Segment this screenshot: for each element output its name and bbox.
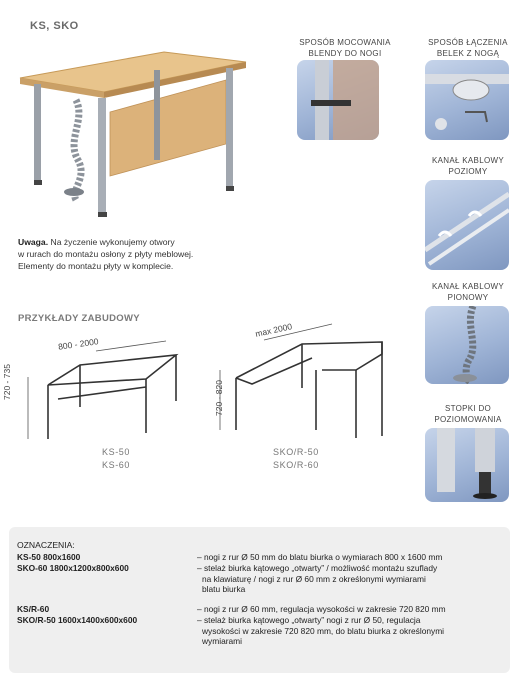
feature-photo-4 xyxy=(425,306,509,384)
note-label: Uwaga. xyxy=(18,237,49,247)
sko-frame-drawing xyxy=(219,323,383,438)
note: Uwaga. Na życzenie wykonujemy otwory w r… xyxy=(18,237,194,271)
feature-photo-5 xyxy=(425,428,509,502)
feature-photo-2 xyxy=(425,60,509,140)
legend-code-2: SKO-60 1800x1200x800x600 xyxy=(17,563,129,573)
feature-photo-1 xyxy=(297,60,379,140)
feature-photo-3 xyxy=(425,180,509,270)
legend-desc-2: – stelaż biurka kątowego „otwarty” / moż… xyxy=(197,563,438,595)
page-title: KS, SKO xyxy=(30,20,79,32)
legend-code-3: KS/R-60 xyxy=(17,604,50,614)
ks-model-list: KS-50 KS-60 xyxy=(102,447,131,470)
ks-frame-drawing xyxy=(27,340,179,439)
ks-height-dimension: 720 - 735 xyxy=(2,364,12,400)
legend-heading: OZNACZENIA: xyxy=(17,540,75,550)
desk-illustration xyxy=(19,51,247,217)
legend-desc-3: – nogi z rur Ø 60 mm, regulacja wysokośc… xyxy=(197,604,446,614)
legend-desc-1: – nogi z rur Ø 50 mm do blatu biurka o w… xyxy=(197,552,443,562)
legend-box xyxy=(9,527,510,673)
sko-model-list: SKO/R-50 SKO/R-60 xyxy=(273,447,319,470)
examples-title: PRZYKŁADY ZABUDOWY xyxy=(18,313,140,324)
horizontal-cable-channel-icon xyxy=(425,191,509,266)
leveling-foot-icon xyxy=(437,428,497,499)
sko-height-dimension: 720 - 820 xyxy=(214,380,224,416)
legend-code-1: KS-50 800x1600 xyxy=(17,552,81,562)
panel-mount-icon xyxy=(311,60,379,140)
vertical-cable-channel-icon xyxy=(453,306,477,384)
legend-desc-4: – stelaż biurka kątowego „otwarty” nogi … xyxy=(197,615,445,647)
legend-code-4: SKO/R-50 1600x1400x600x600 xyxy=(17,615,138,625)
beam-joint-icon xyxy=(425,74,509,130)
